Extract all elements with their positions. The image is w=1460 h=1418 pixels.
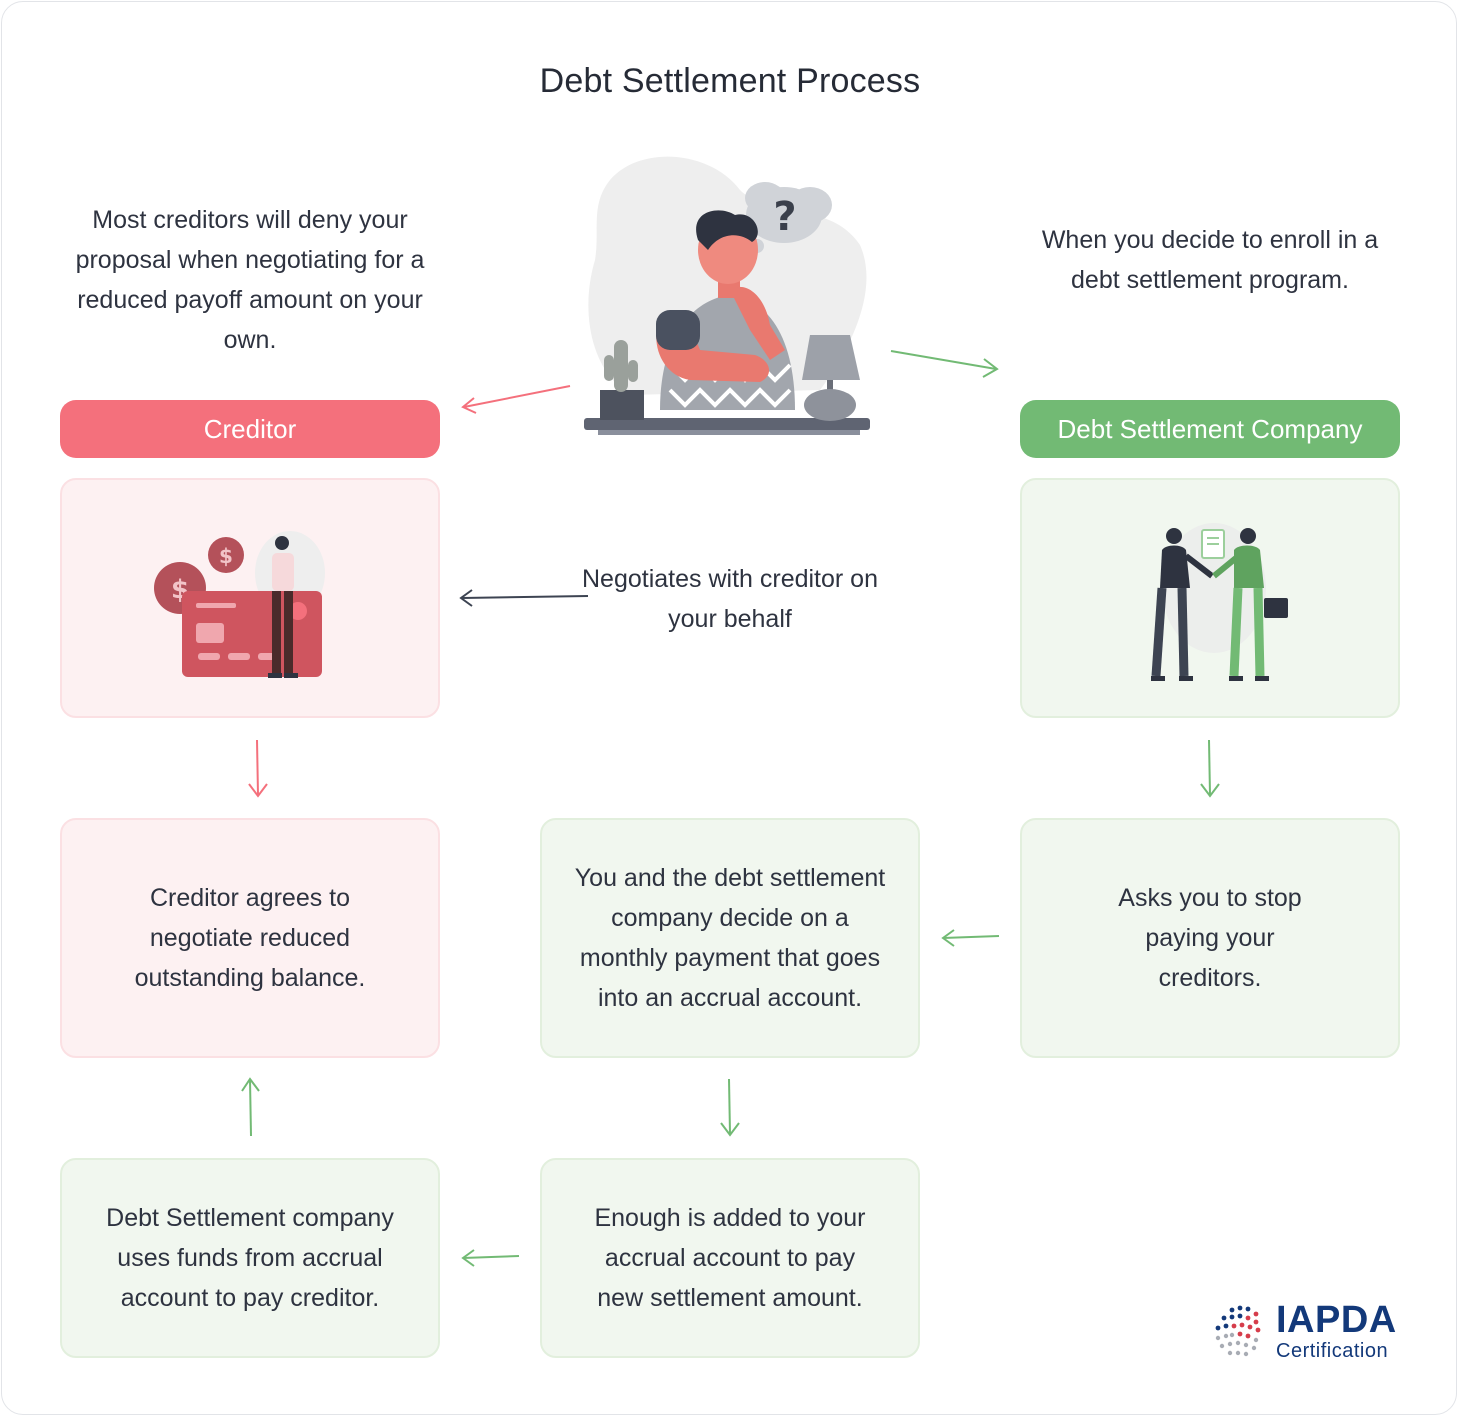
page-title: Debt Settlement Process <box>539 62 921 100</box>
company-illustration-box <box>1020 478 1400 718</box>
enough-added-text: Enough is added to your accrual account … <box>594 1204 866 1312</box>
arrow-stop-to-monthly <box>938 926 1002 950</box>
stop-paying-box: Asks you to stop paying your creditors. <box>1020 818 1400 1058</box>
arrow-enough-to-funds <box>458 1246 522 1270</box>
uses-funds-box: Debt Settlement company uses funds from … <box>60 1158 440 1358</box>
creditor-illustration-box: $ $ <box>60 478 440 718</box>
creditor-agrees-box: Creditor agrees to negotiate reduced out… <box>60 818 440 1058</box>
creditor-agrees-text: Creditor agrees to negotiate reduced out… <box>134 884 366 992</box>
svg-text:$: $ <box>219 544 233 568</box>
arrow-to-creditor <box>458 380 573 414</box>
credit-card-illustration: $ $ <box>154 531 325 678</box>
uses-funds-text: Debt Settlement company uses funds from … <box>106 1204 394 1312</box>
logo-subtitle: Certification <box>1276 1340 1389 1362</box>
iapda-logo: IAPDA Certification <box>1276 1300 1397 1362</box>
creditor-pill: Creditor <box>60 400 440 458</box>
enough-added-box: Enough is added to your accrual account … <box>540 1158 920 1358</box>
logo-name: IAPDA <box>1276 1299 1397 1341</box>
arrow-creditor-down <box>245 738 271 800</box>
monthly-payment-box: You and the debt settlement company deci… <box>540 818 920 1058</box>
arrow-negotiates <box>456 586 592 608</box>
arrow-funds-up <box>238 1076 264 1138</box>
stop-paying-text: Asks you to stop paying your creditors. <box>1118 884 1302 992</box>
arrow-monthly-down <box>717 1077 743 1139</box>
arrow-company-down <box>1197 738 1223 800</box>
negotiates-text: Negotiates with creditor on your behalf <box>582 565 878 633</box>
handshake-illustration <box>1151 523 1288 681</box>
iapda-globe-logo-icon <box>1210 1300 1272 1362</box>
left-intro-text: Most creditors will deny your proposal w… <box>75 206 425 354</box>
arrow-to-company <box>888 345 1003 379</box>
company-pill: Debt Settlement Company <box>1020 400 1400 458</box>
monthly-payment-text: You and the debt settlement company deci… <box>574 864 886 1012</box>
svg-text:?: ? <box>773 194 796 240</box>
thinking-person-illustration: ? <box>570 150 890 450</box>
right-intro-text: When you decide to enroll in a debt sett… <box>1041 226 1379 294</box>
